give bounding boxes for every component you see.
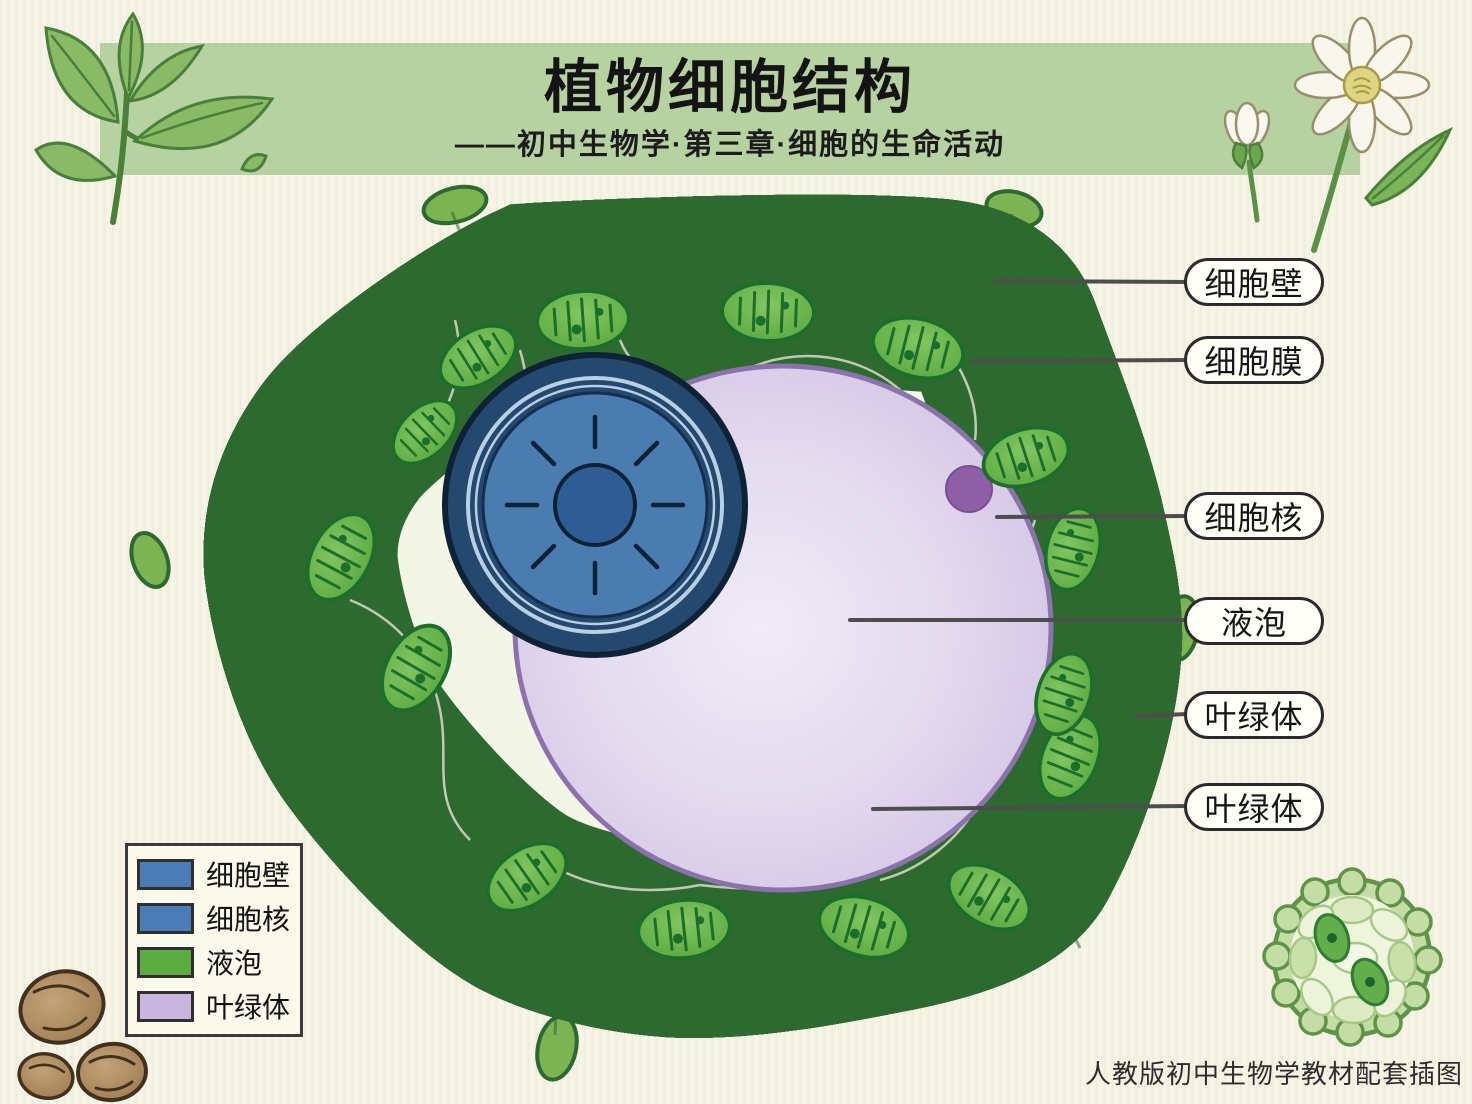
chloroplast — [721, 281, 815, 342]
legend-swatch-nucleus — [137, 902, 194, 934]
nucleus-center — [553, 463, 637, 547]
legend-label: 细胞壁 — [206, 860, 291, 891]
footer-credit: 人教版初中生物学教材配套插图 — [1084, 1059, 1463, 1089]
tissue-cluster-decoration — [1262, 867, 1443, 1047]
legend-swatch-cell-wall — [137, 858, 194, 890]
flower-decoration — [1223, 16, 1454, 253]
callout-chloroplast-2: 叶绿体 — [1184, 783, 1324, 831]
callout-cell-wall: 细胞壁 — [1184, 258, 1324, 306]
callout-label: 叶绿体 — [1204, 699, 1304, 735]
plant-cell — [129, 184, 1201, 1082]
callout-chloroplast-1: 叶绿体 — [1184, 691, 1324, 739]
legend-row: 细胞核 — [137, 898, 300, 938]
legend-swatch-vacuole — [137, 946, 194, 978]
cell-wall-corner-knobs — [129, 184, 1201, 1082]
callout-nucleus: 细胞核 — [1184, 492, 1324, 540]
flower-bud — [1223, 101, 1271, 223]
legend-row: 液泡 — [137, 942, 300, 982]
legend-row: 叶绿体 — [137, 986, 300, 1026]
callout-label: 细胞膜 — [1204, 344, 1304, 380]
legend-label: 叶绿体 — [206, 992, 291, 1023]
legend-label: 细胞核 — [206, 904, 291, 935]
nucleus-rays — [504, 414, 686, 596]
page-subtitle: ——初中生物学·第三章·细胞的生命活动 — [454, 128, 1006, 161]
leader-lines — [848, 279, 1190, 811]
legend-row: 细胞壁 — [137, 854, 300, 894]
seeds-decoration — [17, 969, 148, 1103]
callout-label: 细胞核 — [1204, 500, 1304, 536]
nucleolus-dot — [945, 465, 993, 513]
nucleus — [442, 352, 748, 658]
callout-vacuole: 液泡 — [1184, 597, 1324, 645]
callout-label: 叶绿体 — [1204, 791, 1304, 827]
callout-label: 液泡 — [1220, 605, 1287, 641]
legend-label: 液泡 — [206, 948, 263, 979]
callout-cell-membrane: 细胞膜 — [1184, 336, 1324, 384]
leader-line-chloroplast-1 — [1135, 712, 1190, 718]
header-band: 植物细胞结构 ——初中生物学·第三章·细胞的生命活动 — [100, 43, 1360, 175]
cell-wall-corner-lines — [204, 211, 1179, 1036]
page-title: 植物细胞结构 — [543, 54, 916, 120]
legend: 细胞壁 细胞核 液泡 叶绿体 — [125, 843, 303, 1037]
leader-line-cell-wall — [993, 279, 1190, 284]
legend-swatch-chloroplast — [137, 990, 194, 1022]
leader-line-nucleus — [995, 514, 1190, 519]
leader-line-chloroplast-2 — [871, 804, 1190, 811]
plant-sprig-decoration — [34, 11, 275, 225]
callout-label: 细胞壁 — [1204, 266, 1304, 302]
leader-line-cell-membrane — [970, 358, 1190, 363]
